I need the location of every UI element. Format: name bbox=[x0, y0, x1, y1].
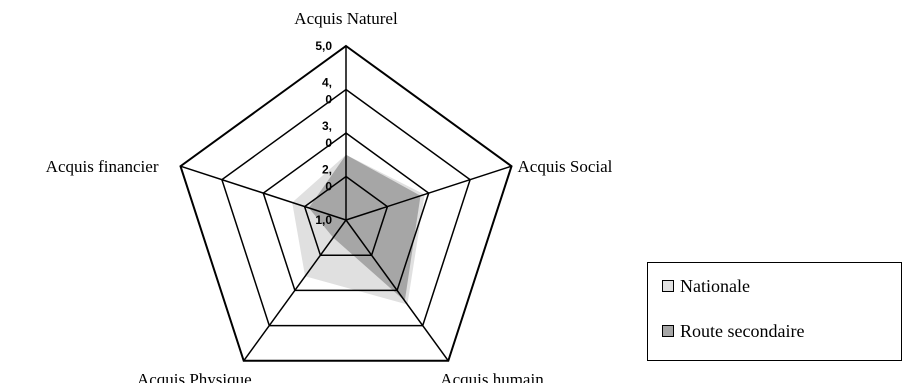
grid-ring-2 bbox=[303, 175, 389, 256]
tick-label-4: 4,0 bbox=[322, 76, 332, 107]
legend-swatch-nationale bbox=[662, 280, 674, 292]
tick-label-5: 5,0 bbox=[315, 39, 332, 53]
tick-labels: 5,0 4,0 3,0 2,0 1,0 bbox=[315, 39, 332, 227]
axis-label-acquis-naturel: Acquis Naturel bbox=[294, 9, 398, 28]
axis-label-acquis-humain: Acquis humain bbox=[440, 370, 544, 383]
grid-ring-5 bbox=[179, 44, 513, 362]
axis-label-acquis-financier: Acquis financier bbox=[46, 157, 159, 176]
legend-item-route-secondaire: Route secondaire bbox=[662, 320, 804, 342]
tick-label-2: 2,0 bbox=[322, 163, 332, 194]
legend: Nationale Route secondaire bbox=[647, 262, 902, 361]
legend-swatch-route-secondaire bbox=[662, 325, 674, 337]
tick-label-1: 1,0 bbox=[315, 213, 332, 227]
grid-layer bbox=[179, 44, 513, 362]
tick-label-3: 3,0 bbox=[322, 119, 332, 150]
series-route-secondaire bbox=[308, 154, 421, 301]
grid-ring-4 bbox=[221, 88, 471, 327]
axis-label-acquis-physique: Acquis Physique bbox=[137, 370, 252, 383]
axis-label-acquis-social: Acquis Social bbox=[518, 157, 613, 176]
grid-ring-3 bbox=[262, 132, 430, 292]
legend-label-route-secondaire: Route secondaire bbox=[680, 320, 805, 341]
legend-label-nationale: Nationale bbox=[680, 275, 750, 296]
legend-item-nationale: Nationale bbox=[662, 275, 750, 297]
